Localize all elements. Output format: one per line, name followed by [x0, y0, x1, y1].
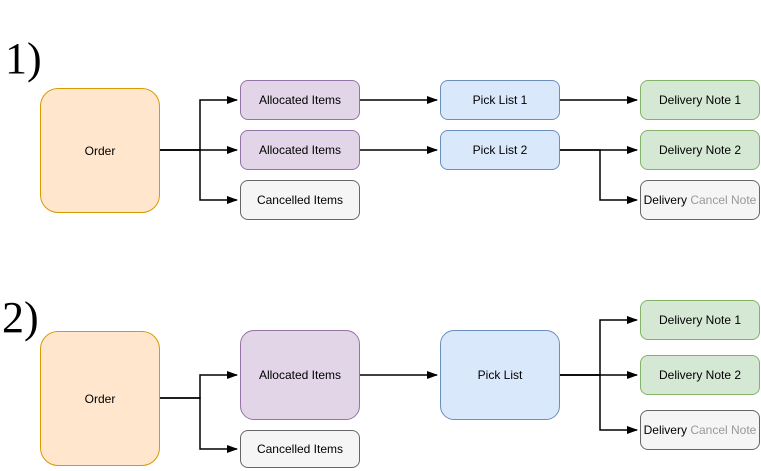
edge-picklist-to-delivery-note-1 — [560, 316, 638, 376]
allocated-items-node-2: Allocated Items — [240, 130, 360, 170]
cancelled-items-label: Cancelled Items — [256, 442, 344, 456]
pick-list-node: Pick List — [440, 330, 560, 420]
edge-order1-to-allocated-1 — [160, 96, 238, 151]
delivery-cancel-note-node: Delivery Cancel Note — [640, 410, 760, 450]
allocated-items-label: Allocated Items — [258, 143, 342, 157]
label-part-dark: Delivery — [643, 193, 687, 207]
delivery-note-1-node: Delivery Note 1 — [640, 80, 760, 120]
edge-order2-to-cancelled-items — [160, 397, 238, 453]
pick-list-label: Pick List — [477, 368, 523, 382]
pick-list-1-node: Pick List 1 — [440, 80, 560, 120]
edge-picklist-to-delivery-cancel-note — [560, 374, 638, 434]
allocated-items-node: Allocated Items — [240, 330, 360, 420]
pick-list-2-node: Pick List 2 — [440, 130, 560, 170]
allocated-items-node-1: Allocated Items — [240, 80, 360, 120]
delivery-note-2-label: Delivery Note 2 — [658, 368, 742, 382]
delivery-note-2-node: Delivery Note 2 — [640, 355, 760, 395]
pick-list-1-label: Pick List 1 — [472, 93, 528, 107]
edge-order2-to-allocated — [160, 371, 238, 399]
delivery-cancel-note-node: Delivery Cancel Note — [640, 180, 760, 220]
delivery-note-2-node: Delivery Note 2 — [640, 130, 760, 170]
delivery-cancel-note-label: Delivery Cancel Note — [644, 423, 757, 437]
order-label: Order — [84, 143, 116, 158]
allocated-items-label: Allocated Items — [258, 93, 342, 107]
label-part-muted: Cancel Note — [690, 423, 757, 437]
delivery-note-1-label: Delivery Note 1 — [658, 313, 742, 327]
order-node: Order — [40, 331, 160, 466]
order-node: Order — [40, 88, 160, 213]
edge-order1-to-cancelled-items — [160, 149, 238, 204]
diagram-1-number: 1) — [5, 34, 42, 83]
cancelled-items-node: Cancelled Items — [240, 430, 360, 468]
order-label: Order — [84, 391, 116, 406]
delivery-note-2-label: Delivery Note 2 — [658, 143, 742, 157]
diagram-2-number: 2) — [2, 293, 39, 342]
cancelled-items-label: Cancelled Items — [256, 193, 344, 207]
label-part-muted: Cancel Note — [690, 193, 757, 207]
allocated-items-label: Allocated Items — [258, 368, 342, 382]
delivery-note-1-label: Delivery Note 1 — [658, 93, 742, 107]
delivery-cancel-note-label: Delivery Cancel Note — [644, 193, 757, 207]
label-part-dark: Delivery — [643, 423, 687, 437]
pick-list-2-label: Pick List 2 — [472, 143, 528, 157]
edge-picklist-2-to-delivery-cancel-note — [560, 149, 638, 204]
cancelled-items-node: Cancelled Items — [240, 180, 360, 220]
delivery-note-1-node: Delivery Note 1 — [640, 300, 760, 340]
